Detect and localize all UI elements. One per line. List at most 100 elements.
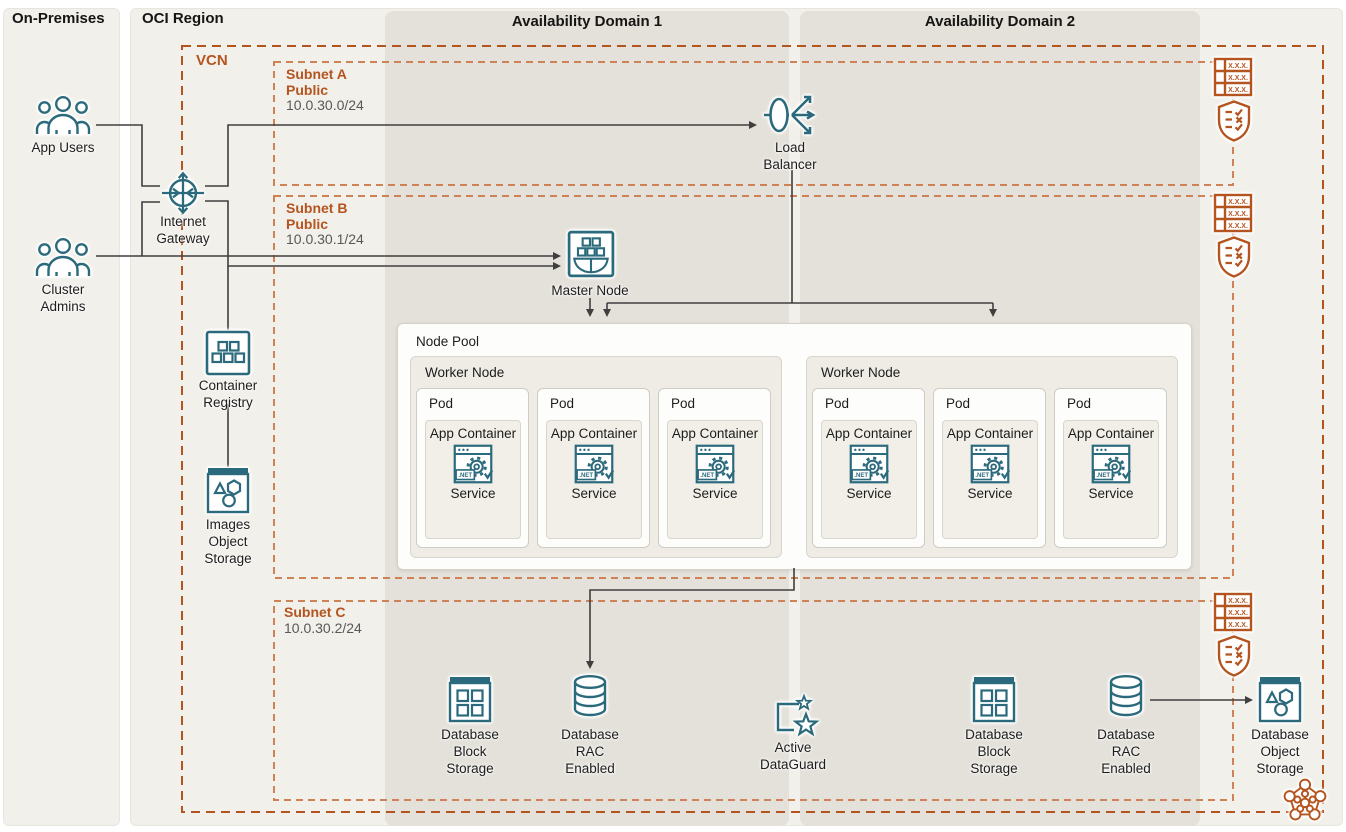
app-users-label: App Users bbox=[31, 140, 95, 155]
oci-region-header: OCI Region bbox=[142, 10, 224, 27]
app-container-3-label: App Container bbox=[671, 426, 759, 441]
cluster-network-icon bbox=[1283, 778, 1327, 821]
security-list-icon-subnet-c bbox=[1217, 635, 1251, 677]
worker-node-1-label: Worker Node bbox=[425, 365, 505, 380]
dotnet-service-icon: .NET bbox=[848, 443, 890, 485]
app-container-4: App Container .NET Service bbox=[821, 420, 917, 539]
pod-5: Pod App Container .NET Service bbox=[933, 388, 1046, 548]
database-object-storage-icon bbox=[1257, 675, 1303, 723]
svg-text:.NET: .NET bbox=[1096, 473, 1110, 479]
svg-text:X.X.X.: X.X.X. bbox=[1228, 211, 1248, 218]
pod-2: Pod App Container .NET Service bbox=[537, 388, 650, 548]
dotnet-service-icon: .NET bbox=[694, 443, 736, 485]
pod-5-label: Pod bbox=[946, 396, 971, 411]
database-rac-icon-ad1 bbox=[567, 673, 613, 719]
app-container-2: App Container .NET Service bbox=[546, 420, 642, 539]
cluster-admins-label: Cluster Admins bbox=[40, 282, 86, 314]
load-balancer-icon bbox=[764, 95, 816, 135]
container-registry-icon bbox=[205, 330, 251, 376]
app-container-3: App Container .NET Service bbox=[667, 420, 763, 539]
database-block-storage-label-ad2: Database Block Storage bbox=[965, 727, 1023, 776]
svg-text:.NET: .NET bbox=[579, 473, 593, 479]
subnet-a-access: Public bbox=[286, 81, 329, 98]
database-rac-label-ad2: Database RAC Enabled bbox=[1097, 727, 1155, 776]
app-container-1-label: App Container bbox=[429, 426, 517, 441]
subnet-a-cidr: 10.0.30.0/24 bbox=[286, 97, 364, 113]
service-6-label: Service bbox=[1088, 485, 1134, 501]
app-container-6: App Container .NET Service bbox=[1063, 420, 1159, 539]
service-1-label: Service bbox=[450, 485, 496, 501]
subnet-c-label: Subnet C 10.0.30.2/24 bbox=[284, 604, 362, 636]
subnet-a-name: Subnet A bbox=[286, 66, 347, 82]
svg-text:X.X.X.: X.X.X. bbox=[1228, 598, 1248, 605]
node-pool-label: Node Pool bbox=[416, 334, 480, 349]
route-table-icon-subnet-c: X.X.X. X.X.X. X.X.X. bbox=[1213, 592, 1253, 632]
ad1-header: Availability Domain 1 bbox=[511, 13, 663, 30]
subnet-a-label: Subnet A Public 10.0.30.0/24 bbox=[286, 66, 364, 114]
pod-1: Pod App Container .NET Service bbox=[416, 388, 529, 548]
pod-3-label: Pod bbox=[671, 396, 696, 411]
app-container-5: App Container .NET Service bbox=[942, 420, 1038, 539]
svg-text:X.X.X.: X.X.X. bbox=[1228, 63, 1248, 70]
svg-text:X.X.X.: X.X.X. bbox=[1228, 87, 1248, 94]
subnet-c-cidr: 10.0.30.2/24 bbox=[284, 619, 362, 636]
subnet-b-name: Subnet B bbox=[286, 200, 348, 216]
on-premises-header: On-Premises bbox=[12, 10, 105, 27]
svg-text:X.X.X.: X.X.X. bbox=[1228, 223, 1248, 230]
database-object-storage-label: Database Object Storage bbox=[1251, 727, 1309, 776]
pod-4-label: Pod bbox=[825, 396, 850, 411]
service-2-label: Service bbox=[571, 485, 617, 501]
app-container-6-label: App Container bbox=[1067, 426, 1155, 441]
master-node-icon bbox=[567, 230, 615, 278]
dotnet-service-icon: .NET bbox=[452, 443, 494, 485]
svg-text:X.X.X.: X.X.X. bbox=[1228, 199, 1248, 206]
pod-2-label: Pod bbox=[550, 396, 575, 411]
svg-text:.NET: .NET bbox=[975, 473, 989, 479]
service-3-label: Service bbox=[692, 485, 738, 501]
svg-text:.NET: .NET bbox=[700, 473, 714, 479]
service-4-label: Service bbox=[846, 485, 892, 501]
internet-gateway-icon bbox=[161, 171, 205, 215]
subnet-b-label: Subnet B Public 10.0.30.1/24 bbox=[286, 200, 364, 248]
database-block-storage-label-ad1: Database Block Storage bbox=[441, 727, 499, 776]
app-container-5-label: App Container bbox=[946, 426, 1034, 441]
pod-6: Pod App Container .NET Service bbox=[1054, 388, 1167, 548]
route-table-icon-subnet-a: X.X.X. X.X.X. X.X.X. bbox=[1213, 57, 1253, 97]
service-5-label: Service bbox=[967, 485, 1013, 501]
active-dataguard-icon bbox=[776, 693, 820, 737]
dotnet-service-icon: .NET bbox=[573, 443, 615, 485]
cluster-admins-icon bbox=[34, 236, 92, 278]
database-block-storage-icon-ad1 bbox=[447, 675, 493, 723]
database-block-storage-icon-ad2 bbox=[971, 675, 1017, 723]
ad2-header: Availability Domain 2 bbox=[924, 13, 1076, 30]
route-table-icon-subnet-b: X.X.X. X.X.X. X.X.X. bbox=[1213, 193, 1253, 233]
images-object-storage-label: Images Object Storage bbox=[204, 517, 252, 566]
security-list-icon-subnet-b bbox=[1217, 236, 1251, 278]
pod-3: Pod App Container .NET Service bbox=[658, 388, 771, 548]
app-container-4-label: App Container bbox=[825, 426, 913, 441]
master-node-label: Master Node bbox=[551, 283, 629, 298]
database-rac-icon-ad2 bbox=[1103, 673, 1149, 719]
container-registry-label: Container Registry bbox=[198, 378, 258, 410]
active-dataguard-label: Active DataGuard bbox=[759, 740, 827, 772]
load-balancer-label: Load Balancer bbox=[763, 140, 817, 172]
dotnet-service-icon: .NET bbox=[969, 443, 1011, 485]
database-rac-label-ad1: Database RAC Enabled bbox=[561, 727, 619, 776]
pod-1-label: Pod bbox=[429, 396, 454, 411]
subnet-c-name: Subnet C bbox=[284, 604, 346, 620]
subnet-b-cidr: 10.0.30.1/24 bbox=[286, 231, 364, 247]
subnet-b-access: Public bbox=[286, 215, 329, 232]
svg-text:X.X.X.: X.X.X. bbox=[1228, 622, 1248, 629]
app-users-icon bbox=[34, 94, 92, 136]
app-container-2-label: App Container bbox=[550, 426, 638, 441]
vcn-label: VCN bbox=[196, 52, 228, 69]
app-container-1: App Container .NET Service bbox=[425, 420, 521, 539]
security-list-icon-subnet-a bbox=[1217, 100, 1251, 142]
pod-6-label: Pod bbox=[1067, 396, 1092, 411]
images-object-storage-icon bbox=[205, 466, 251, 514]
svg-text:X.X.X.: X.X.X. bbox=[1228, 75, 1248, 82]
pod-4: Pod App Container .NET Service bbox=[812, 388, 925, 548]
internet-gateway-label: Internet Gateway bbox=[156, 214, 210, 246]
dotnet-service-icon: .NET bbox=[1090, 443, 1132, 485]
